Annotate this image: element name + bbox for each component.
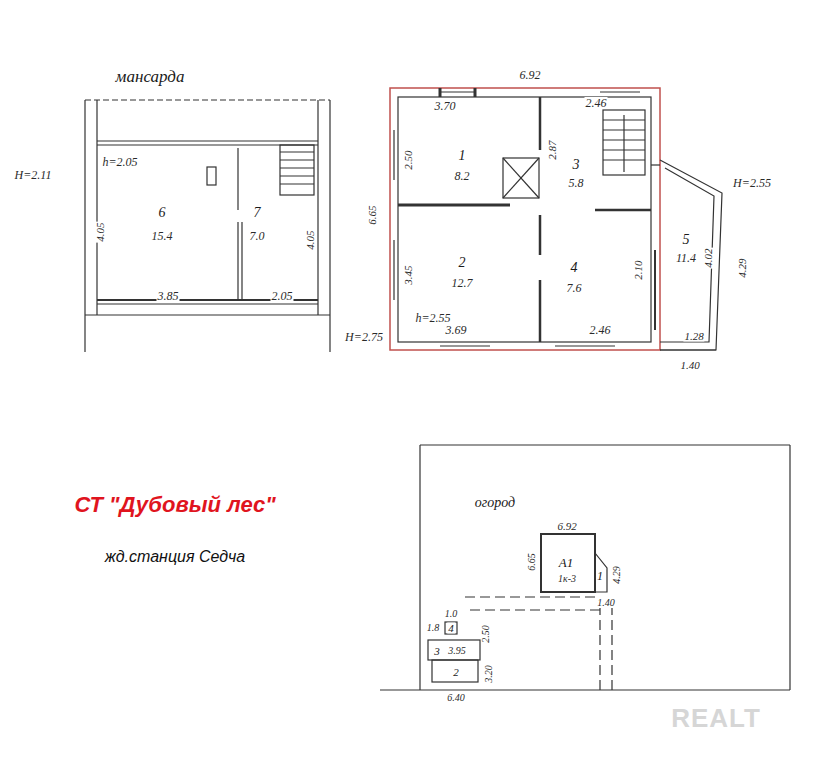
dimension-label: 2.10 [633, 259, 644, 280]
dimension-label: 6.40 [446, 693, 466, 703]
dimension-label: 1 [596, 570, 604, 582]
dimension-label: 11.4 [675, 252, 697, 264]
dimension-label: h=2.55 [414, 312, 451, 324]
dimension-label: 5 [682, 233, 691, 247]
dimension-label: 1 [458, 149, 467, 163]
dimension-label: 1.0 [444, 609, 459, 619]
station-caption: жд.станция Седча [105, 548, 245, 566]
dimension-label: 6.65 [367, 204, 378, 225]
dimension-label: 1.40 [596, 598, 616, 608]
dimension-label: 4.02 [703, 247, 714, 268]
dimension-label: А1 [558, 556, 574, 569]
dimension-label: 2 [458, 256, 467, 270]
dimension-label: 2.46 [585, 97, 608, 109]
dimension-label: 1к-3 [557, 574, 577, 584]
dimension-label: 7.6 [566, 282, 583, 294]
dimension-label: 1.8 [426, 623, 441, 633]
dimension-label: 3.95 [447, 646, 467, 656]
dimension-label: 2.05 [271, 290, 294, 302]
dimension-label: 3 [572, 158, 581, 172]
dimension-label: 6.92 [519, 69, 542, 81]
dimension-label: 3.85 [157, 290, 180, 302]
dimension-label: 5.8 [568, 177, 585, 189]
dimension-label: H=2.55 [732, 177, 772, 189]
dimension-label: мансарда [115, 68, 186, 85]
dimension-label: 3 [433, 646, 441, 657]
dimension-label: 12.7 [451, 277, 474, 289]
dimension-label: 3.45 [403, 264, 414, 285]
dimension-label: 3.20 [484, 664, 494, 684]
dimension-label: 2.46 [589, 324, 612, 336]
dimension-label: 6 [158, 206, 167, 220]
dimension-label: 6.92 [556, 521, 577, 532]
dimension-label: 1.28 [683, 331, 704, 342]
dimension-label: 2.50 [403, 149, 414, 170]
watermark: REALT [671, 705, 761, 731]
dimension-label: 3.70 [434, 100, 457, 112]
dimension-label: 4.29 [612, 565, 622, 585]
dimension-label: H=2.11 [14, 169, 53, 181]
dimension-label: 4.05 [95, 221, 106, 242]
dimension-label: 8.2 [454, 170, 471, 182]
dimension-label: огород [474, 496, 516, 510]
dimension-label: 4 [570, 261, 579, 275]
dimension-label: 2.87 [547, 139, 558, 160]
dimension-label: 7 [253, 206, 262, 220]
dimension-label: 7.0 [249, 230, 266, 242]
dimension-label: 2.50 [481, 624, 491, 644]
dimension-label: h=2.05 [101, 156, 138, 168]
plot-title: СТ "Дубовый лес" [74, 492, 275, 518]
dimension-label: H=2.75 [344, 331, 384, 343]
dimension-label: 4 [447, 623, 455, 634]
dimension-label: 6.65 [527, 552, 537, 572]
dimension-label: 3.69 [445, 324, 468, 336]
dimension-label: 15.4 [151, 230, 174, 242]
dimension-label: 2 [452, 667, 460, 678]
dimension-label: 4.29 [737, 257, 748, 278]
dimension-label: 1.40 [679, 360, 700, 371]
dimension-label: 4.05 [305, 229, 316, 250]
